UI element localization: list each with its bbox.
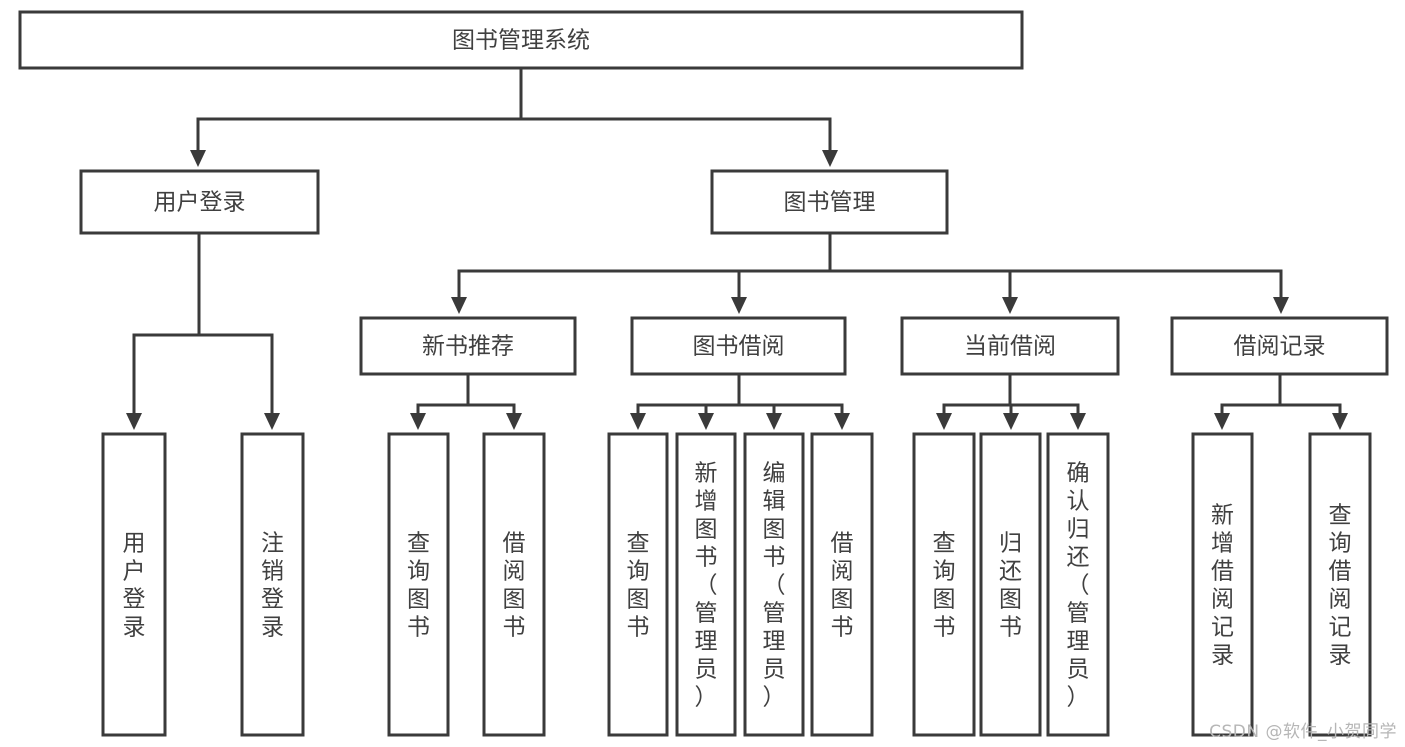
node-box-outline bbox=[810, 432, 874, 737]
arrow-head-icon bbox=[834, 413, 850, 430]
node-label: 图书借阅 bbox=[693, 334, 785, 360]
arrow-head-icon bbox=[1003, 413, 1019, 430]
node-label: 查询图书 bbox=[933, 531, 956, 641]
node-new-book-recommend[interactable]: 新书推荐 bbox=[359, 316, 577, 376]
connector-bus-book-manage bbox=[451, 230, 1289, 314]
node-leaf-add-borrow-record[interactable]: 新增借阅记录 bbox=[1191, 432, 1254, 737]
node-box-outline bbox=[743, 432, 805, 737]
node-label: 借阅图书 bbox=[503, 531, 526, 641]
arrow-head-icon bbox=[630, 413, 646, 430]
node-box-outline bbox=[900, 316, 1120, 376]
node-label: 当前借阅 bbox=[964, 334, 1056, 360]
node-borrow-record[interactable]: 借阅记录 bbox=[1170, 316, 1389, 376]
node-box-outline bbox=[979, 432, 1042, 737]
node-leaf-confirm-return[interactable]: 确认归还（管理员） bbox=[1046, 432, 1110, 737]
node-leaf-user-logout[interactable]: 注销登录 bbox=[240, 432, 305, 737]
node-box-outline bbox=[387, 432, 450, 737]
arrow-head-icon bbox=[1332, 413, 1348, 430]
csdn-watermark: CSDN @软件_小贺同学 bbox=[1209, 722, 1397, 742]
arrow-head-icon bbox=[822, 150, 838, 167]
node-box-outline bbox=[912, 432, 976, 737]
node-current-borrow[interactable]: 当前借阅 bbox=[900, 316, 1120, 376]
node-box-outline bbox=[1308, 432, 1372, 737]
node-label: 查询图书 bbox=[407, 531, 430, 641]
node-box-outline bbox=[240, 432, 305, 737]
node-label: 用户登录 bbox=[154, 190, 246, 216]
node-label: 查询借阅记录 bbox=[1329, 503, 1352, 669]
connector-bus-root bbox=[190, 66, 838, 167]
node-user-login[interactable]: 用户登录 bbox=[79, 169, 320, 235]
node-leaf-borrow-book[interactable]: 借阅图书 bbox=[810, 432, 874, 737]
node-label: 图书管理系统 bbox=[452, 28, 590, 54]
node-leaf-borrow-book-recommend[interactable]: 借阅图书 bbox=[482, 432, 546, 737]
node-leaf-return-book[interactable]: 归还图书 bbox=[979, 432, 1042, 737]
node-leaf-query-book-recommend[interactable]: 查询图书 bbox=[387, 432, 450, 737]
connectors-layer bbox=[126, 66, 1348, 430]
node-label: 编辑图书（管理员） bbox=[763, 461, 786, 711]
node-label: 图书管理 bbox=[784, 190, 876, 216]
node-book-borrow[interactable]: 图书借阅 bbox=[630, 316, 847, 376]
arrow-head-icon bbox=[1273, 297, 1289, 314]
arrow-head-icon bbox=[506, 413, 522, 430]
node-label: 查询图书 bbox=[627, 531, 650, 641]
arrow-head-icon bbox=[1070, 413, 1086, 430]
node-leaf-query-book-borrow[interactable]: 查询图书 bbox=[607, 432, 669, 737]
node-label: 确认归还（管理员） bbox=[1067, 461, 1090, 711]
arrow-head-icon bbox=[936, 413, 952, 430]
node-box-outline bbox=[630, 316, 847, 376]
arrow-head-icon bbox=[1002, 297, 1018, 314]
node-label: 借阅图书 bbox=[831, 531, 854, 641]
node-box-outline bbox=[710, 169, 949, 235]
connector-bus-user-login bbox=[126, 231, 280, 430]
connector-bus-borrow-record bbox=[1214, 372, 1348, 430]
connector-bus-current-borrow bbox=[936, 372, 1086, 430]
node-leaf-query-borrow-record[interactable]: 查询借阅记录 bbox=[1308, 432, 1372, 737]
node-box-outline bbox=[675, 432, 737, 737]
arrow-head-icon bbox=[766, 413, 782, 430]
node-box-outline bbox=[1170, 316, 1389, 376]
node-leaf-add-book[interactable]: 新增图书（管理员） bbox=[675, 432, 737, 737]
boxes-layer: 图书管理系统用户登录图书管理新书推荐图书借阅当前借阅借阅记录用户登录注销登录查询… bbox=[18, 10, 1389, 737]
node-book-manage[interactable]: 图书管理 bbox=[710, 169, 949, 235]
node-box-outline bbox=[79, 169, 320, 235]
connector-bus-book-borrow bbox=[630, 372, 850, 430]
connector-bus-new-book-recommend bbox=[410, 372, 522, 430]
arrow-head-icon bbox=[1214, 413, 1230, 430]
arrow-head-icon bbox=[264, 413, 280, 430]
node-label: 用户登录 bbox=[123, 531, 146, 641]
node-box-outline bbox=[482, 432, 546, 737]
node-label: 新书推荐 bbox=[422, 334, 514, 360]
arrow-head-icon bbox=[698, 413, 714, 430]
node-label: 新增图书（管理员） bbox=[695, 461, 718, 711]
arrow-head-icon bbox=[126, 413, 142, 430]
arrow-head-icon bbox=[410, 413, 426, 430]
node-label: 注销登录 bbox=[261, 531, 284, 641]
node-leaf-query-book-current[interactable]: 查询图书 bbox=[912, 432, 976, 737]
node-leaf-edit-book[interactable]: 编辑图书（管理员） bbox=[743, 432, 805, 737]
node-box-outline bbox=[1191, 432, 1254, 737]
node-leaf-user-login[interactable]: 用户登录 bbox=[101, 432, 167, 737]
node-root[interactable]: 图书管理系统 bbox=[18, 10, 1024, 70]
node-box-outline bbox=[18, 10, 1024, 70]
arrow-head-icon bbox=[190, 150, 206, 167]
node-box-outline bbox=[607, 432, 669, 737]
arrow-head-icon bbox=[731, 297, 747, 314]
node-label: 借阅记录 bbox=[1234, 334, 1326, 360]
arrow-head-icon bbox=[451, 297, 467, 314]
node-box-outline bbox=[1046, 432, 1110, 737]
node-box-outline bbox=[359, 316, 577, 376]
node-label: 归还图书 bbox=[999, 531, 1022, 641]
node-box-outline bbox=[101, 432, 167, 737]
node-label: 新增借阅记录 bbox=[1211, 503, 1234, 669]
